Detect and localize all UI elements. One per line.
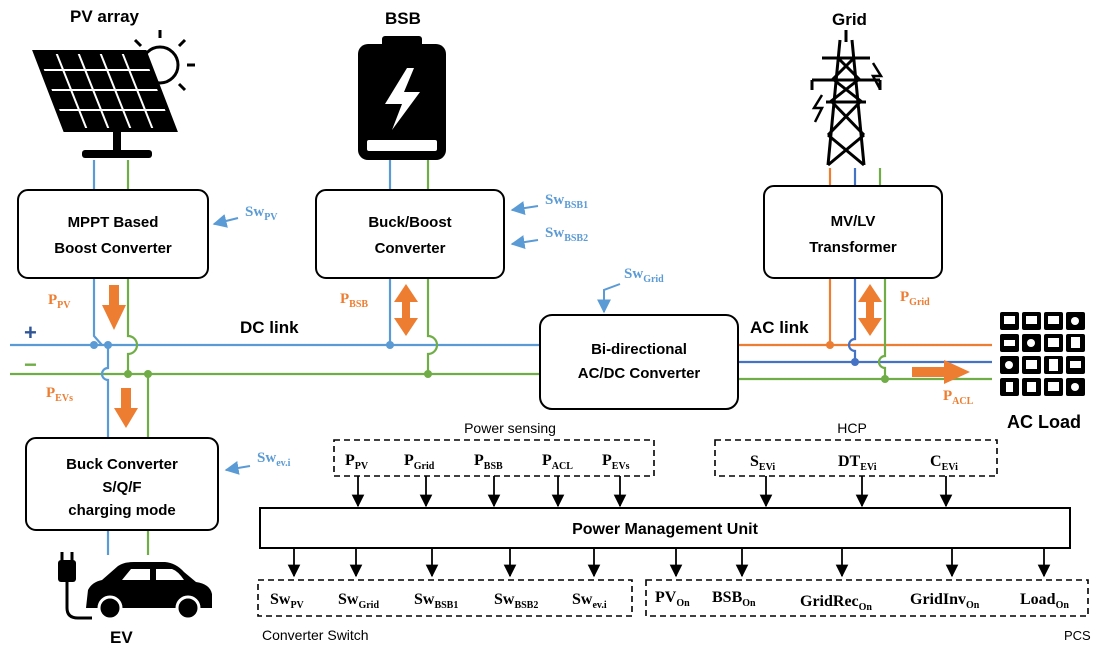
buck-converter-box: Buck Converter S/Q/F charging mode	[25, 437, 219, 531]
sw-grid-signal: SwGrid	[624, 266, 664, 285]
p-evs-label: PEVs	[46, 385, 73, 404]
hcp-s-evi: SEVi	[750, 453, 775, 473]
sense-p-bsb: PBSB	[474, 452, 503, 472]
evs-power-arrow	[114, 388, 138, 428]
pcs-pv-on: PVOn	[655, 589, 690, 609]
sense-p-evs: PEVs	[602, 452, 630, 472]
pmu-label: Power Management Unit	[572, 521, 758, 538]
pcs-gridinv-on: GridInvOn	[910, 591, 980, 611]
sw-ev-signal: Swev.i	[257, 450, 291, 469]
bsb-label: BSB	[385, 9, 421, 28]
battery-icon	[358, 36, 446, 160]
pcs-box	[645, 579, 1089, 617]
dc-link-label: DC link	[240, 318, 299, 337]
plus-sign: +	[24, 320, 37, 345]
cs-sw-pv: SwPV	[270, 591, 305, 611]
pv-power-arrow	[102, 285, 126, 330]
pcs-title: PCS	[1064, 628, 1091, 643]
ev-label: EV	[110, 628, 133, 647]
acl-power-arrow	[912, 360, 970, 384]
p-bsb-label: PBSB	[340, 291, 368, 310]
buckboost-line-1: Buck/Boost	[368, 214, 451, 231]
pcs-load-on: LoadOn	[1020, 591, 1069, 611]
buckboost-line-2: Converter	[375, 240, 446, 257]
grid-label: Grid	[832, 10, 867, 29]
bidirectional-line-1: Bi-directional	[591, 341, 687, 358]
hcp-dt-evi: DTEVi	[838, 453, 877, 473]
bsb-power-arrow	[394, 284, 418, 336]
bidirectional-converter-box: Bi-directional AC/DC Converter	[539, 314, 739, 410]
buck-line-3: charging mode	[68, 502, 176, 519]
ac-load-label: AC Load	[1007, 412, 1081, 432]
cs-sw-bsb2: SwBSB2	[494, 591, 538, 611]
converter-switch-box	[257, 579, 633, 617]
transmission-tower-icon	[810, 30, 884, 167]
cs-sw-bsb1: SwBSB1	[414, 591, 458, 611]
power-management-unit-box	[259, 507, 1071, 549]
ac-link-label: AC link	[750, 318, 809, 337]
transformer-line-2: Transformer	[809, 239, 897, 256]
mppt-converter-box: MPPT Based Boost Converter	[17, 189, 209, 279]
buck-line-1: Buck Converter	[66, 456, 178, 473]
sense-p-pv: PPV	[345, 452, 369, 472]
mppt-line-1: MPPT Based	[68, 214, 159, 231]
pv-array-label: PV array	[70, 7, 140, 26]
buck-line-2: S/Q/F	[102, 479, 141, 496]
ev-car-icon	[58, 552, 212, 621]
pcs-bsb-on: BSBOn	[712, 589, 756, 609]
hcp-c-evi: CEVi	[930, 453, 958, 473]
mppt-line-2: Boost Converter	[54, 240, 172, 257]
transformer-line-1: MV/LV	[831, 213, 876, 230]
junction-dots	[90, 341, 889, 383]
p-acl-label: PACL	[943, 388, 974, 407]
ac-load-icon	[1000, 312, 1085, 396]
cs-sw-grid: SwGrid	[338, 591, 379, 611]
grid-power-arrow	[858, 284, 882, 336]
cs-sw-ev: Swev.i	[572, 591, 607, 611]
converter-switch-title: Converter Switch	[262, 627, 369, 643]
sw-bsb2-signal: SwBSB2	[545, 225, 588, 244]
sense-p-grid: PGrid	[404, 452, 435, 472]
power-sensing-title: Power sensing	[464, 420, 556, 436]
sw-pv-signal: SwPV	[245, 204, 278, 223]
solar-panel-icon	[32, 30, 195, 158]
bidirectional-line-2: AC/DC Converter	[578, 365, 701, 382]
transformer-box: MV/LV Transformer	[763, 185, 943, 279]
buck-boost-converter-box: Buck/Boost Converter	[315, 189, 505, 279]
p-pv-label: PPV	[48, 292, 71, 311]
p-grid-label: PGrid	[900, 289, 930, 308]
hcp-title: HCP	[837, 420, 867, 436]
hcp-box	[714, 439, 998, 477]
sw-bsb1-signal: SwBSB1	[545, 192, 588, 211]
pcs-gridrec-on: GridRecOn	[800, 593, 872, 613]
minus-sign: −	[24, 352, 37, 377]
sense-p-acl: PACL	[542, 452, 573, 472]
